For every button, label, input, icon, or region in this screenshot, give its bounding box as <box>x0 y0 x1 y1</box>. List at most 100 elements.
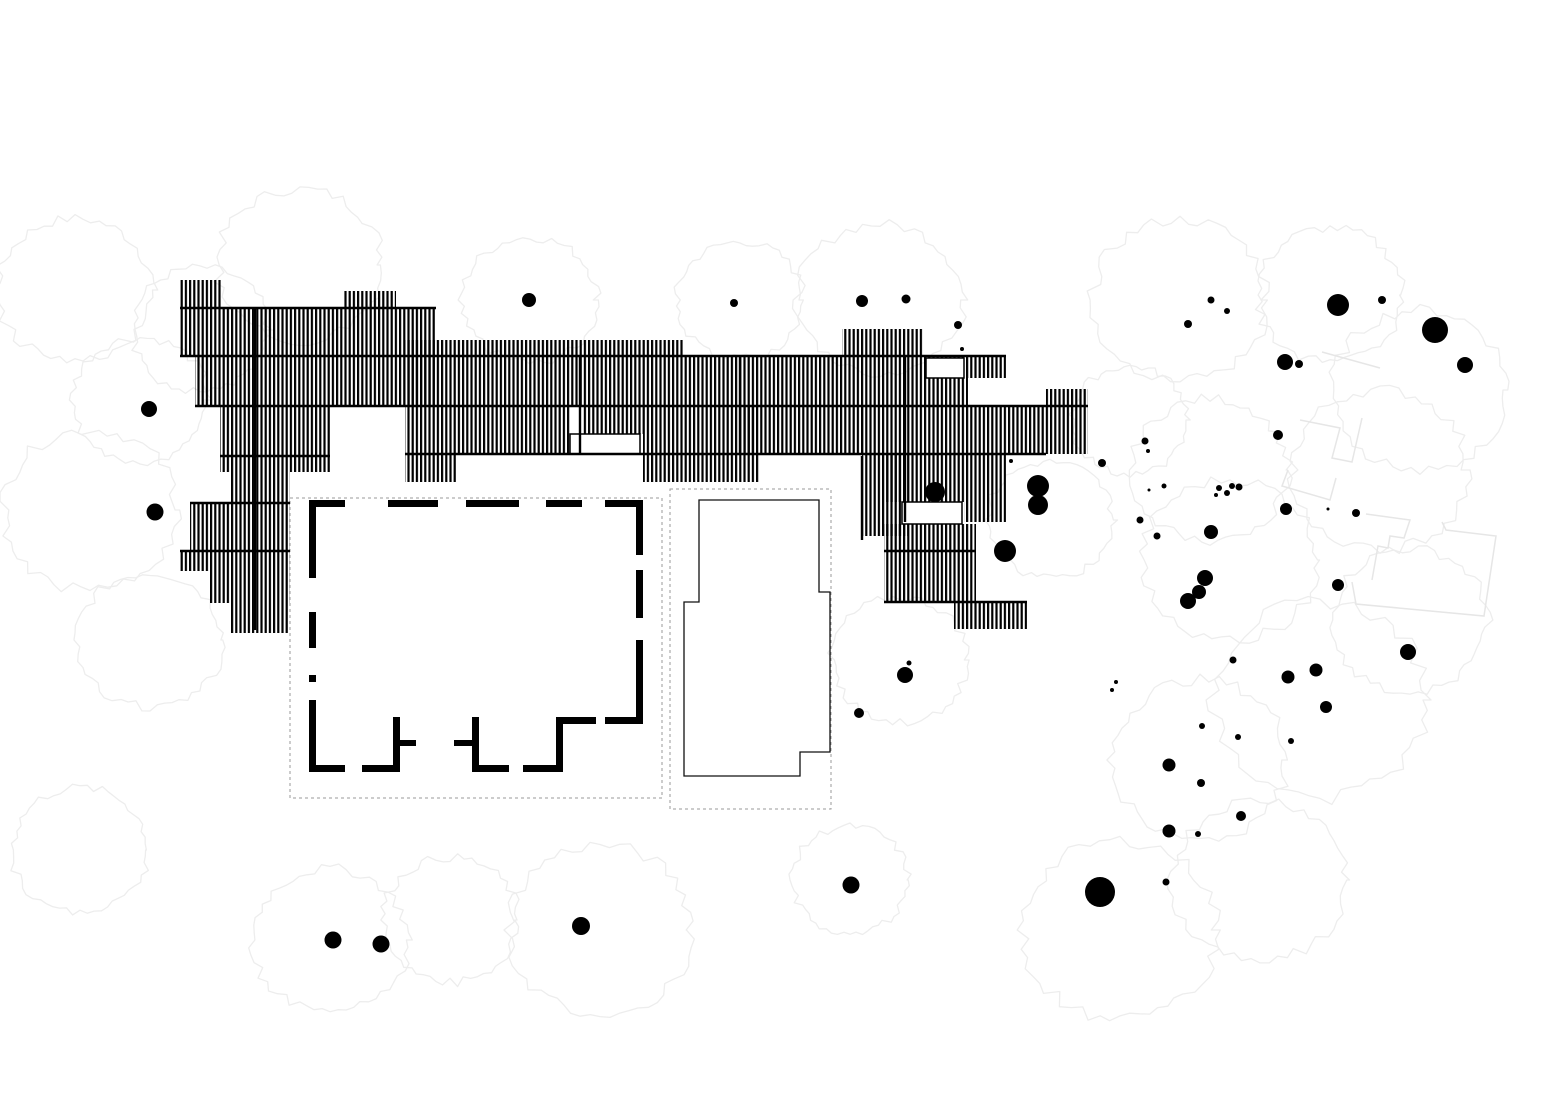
tree-trunk <box>1214 493 1218 497</box>
tree-trunk <box>146 503 164 521</box>
tree-trunk <box>1162 878 1170 886</box>
house-wall-segment <box>388 500 438 507</box>
pergola-slat-band <box>180 308 436 356</box>
tree-trunk <box>1180 593 1196 609</box>
pergola-slat-band <box>210 571 290 603</box>
tree-trunk <box>897 667 913 683</box>
tree-trunk <box>1326 507 1330 511</box>
tree-canopy <box>10 783 150 916</box>
tree-trunk <box>1195 831 1201 837</box>
house-wall-segment <box>309 500 345 507</box>
pergola-opening <box>925 357 965 379</box>
pergola-slat-band <box>884 578 976 602</box>
house-wall-segment <box>309 675 316 682</box>
pergola-slat-band <box>583 406 643 434</box>
tree-trunk <box>1162 758 1176 772</box>
pergola-slat-band <box>964 502 1006 522</box>
ghost-wall <box>1321 351 1381 369</box>
tree-trunk <box>1332 579 1344 591</box>
ghost-wall <box>1365 513 1411 581</box>
tree-canopy <box>0 429 183 593</box>
house-wall-segment <box>605 717 643 724</box>
house-plot-boundary <box>289 497 663 799</box>
pergola-slat-band <box>954 602 1027 629</box>
tree-trunk <box>1199 723 1205 729</box>
tree-canopy <box>1086 215 1270 383</box>
tree-trunk <box>1280 503 1292 515</box>
pergola-slat-band <box>230 472 290 502</box>
tree-trunk <box>856 295 868 307</box>
tree-trunk <box>1229 483 1235 489</box>
tree-trunk <box>1192 585 1206 599</box>
tree-canopy <box>827 595 970 727</box>
pergola-slat-band <box>405 340 683 406</box>
house-wall-segment <box>636 640 643 720</box>
tree-trunk <box>906 660 912 666</box>
tree-trunk <box>1457 357 1473 373</box>
tree-trunk <box>1110 688 1114 692</box>
tree-trunk <box>1147 488 1151 492</box>
house-wall-segment <box>309 500 316 578</box>
pergola-beams <box>180 306 1088 630</box>
tree-trunk <box>842 876 860 894</box>
tree-canopy-layer <box>0 186 1510 1022</box>
tree-trunk <box>1184 320 1192 328</box>
tree-trunk <box>1216 485 1222 491</box>
tree-trunk <box>1162 824 1176 838</box>
house-wall-segment <box>393 717 400 772</box>
tree-canopy <box>248 863 413 1013</box>
tree-canopy <box>73 574 226 712</box>
house-wall-segment <box>309 765 345 772</box>
pool-outline <box>683 499 831 777</box>
house-wall-segment <box>309 612 316 648</box>
tree-trunk <box>730 299 738 307</box>
tree-trunk <box>925 482 945 502</box>
tree-trunk <box>1146 449 1150 453</box>
tree-canopy <box>0 213 159 364</box>
tree-trunk <box>854 708 864 718</box>
pergola-opening <box>901 501 963 525</box>
plot-boundaries <box>289 488 832 810</box>
tree-trunk <box>1009 459 1013 463</box>
tree-trunk <box>372 935 390 953</box>
tree-trunk <box>1273 430 1283 440</box>
ghost-wall <box>1299 417 1363 463</box>
tree-trunk <box>1153 532 1161 540</box>
tree-canopy <box>1128 393 1294 546</box>
pergola-slat-band <box>908 378 968 406</box>
tree-trunk <box>1352 509 1360 517</box>
house-wall-segment <box>605 500 643 507</box>
ghost-structure-layer <box>1281 351 1497 617</box>
house-wall-segment <box>556 717 563 772</box>
tree-canopy <box>1016 835 1221 1022</box>
house-wall-segment <box>466 500 519 507</box>
tree-trunk <box>1197 779 1205 787</box>
tree-trunk <box>1141 437 1149 445</box>
tree-trunk <box>1400 644 1416 660</box>
tree-trunk <box>1422 317 1448 343</box>
tree-trunk <box>1207 296 1215 304</box>
tree-trunk <box>1098 459 1106 467</box>
house-wall-segment <box>362 765 400 772</box>
tree-canopy <box>1329 545 1494 695</box>
tree-trunk <box>1204 525 1218 539</box>
pool-plot-boundary <box>669 488 832 810</box>
house-walls <box>309 500 643 772</box>
pergola-slat-band <box>195 356 435 406</box>
tree-trunk <box>954 321 962 329</box>
tree-trunk <box>1378 296 1386 304</box>
pergola-slat-band <box>180 280 222 308</box>
tree-trunks <box>141 293 1473 953</box>
tree-trunk <box>1114 680 1118 684</box>
pergola-slat-band <box>230 603 288 633</box>
pergola-slat-band <box>842 329 924 356</box>
house-wall-segment <box>523 765 563 772</box>
ghost-wall <box>1281 469 1337 501</box>
ghost-wall <box>1351 521 1497 617</box>
tree-trunk <box>1229 656 1237 664</box>
tree-trunk <box>1028 495 1048 515</box>
house-wall-segment <box>454 740 474 746</box>
tree-trunk <box>1224 490 1230 496</box>
tree-canopy <box>1328 303 1510 475</box>
